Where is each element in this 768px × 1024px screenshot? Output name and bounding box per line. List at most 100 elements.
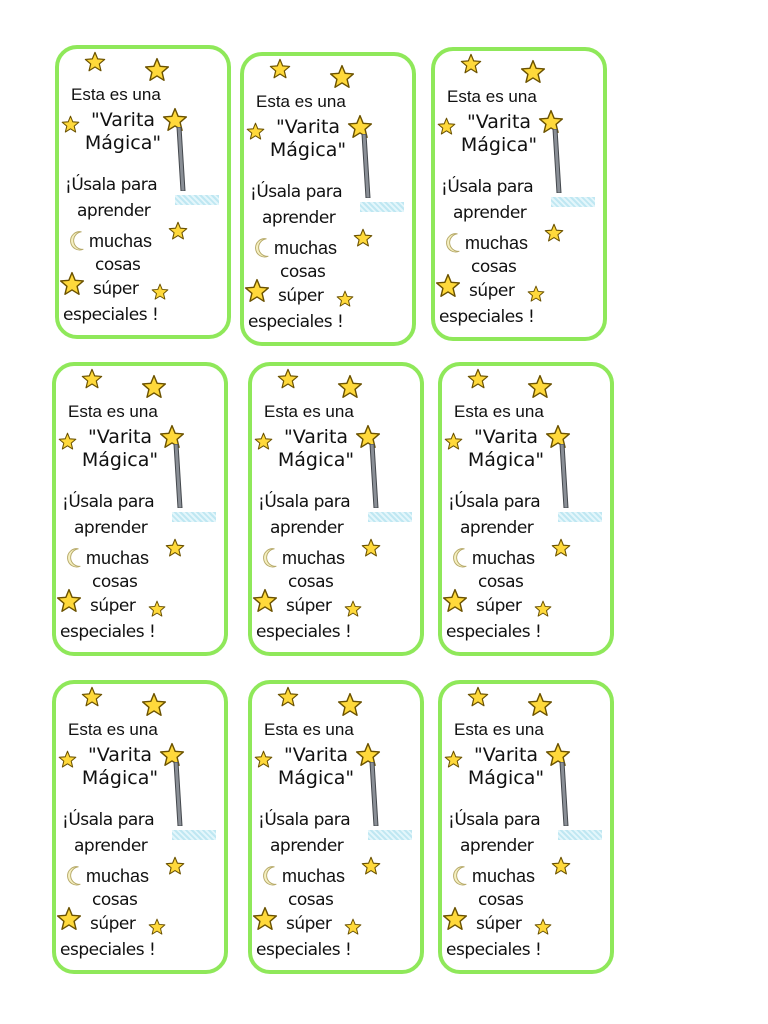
star-icon [246, 122, 265, 140]
card-line-usala: ¡Úsala para [441, 177, 534, 197]
card-title-line1: "Varita [473, 744, 539, 766]
magic-wand-icon [552, 129, 562, 193]
card-line-muchas: muchas [89, 231, 153, 251]
card-line-muchas: muchas [282, 548, 346, 568]
star-icon [165, 538, 185, 557]
star-icon [159, 424, 185, 448]
star-icon [244, 278, 270, 302]
card-title-line2: Mágica" [81, 766, 159, 789]
star-icon [467, 368, 489, 389]
magic-wand-icon [173, 762, 183, 826]
star-icon [59, 271, 85, 295]
varita-card: Esta es una "Varita Mágica" ¡Úsala para … [52, 362, 228, 656]
card-line-muchas: muchas [282, 866, 346, 886]
card-line-aprender: aprender [270, 836, 344, 856]
card-line-cosas: cosas [471, 257, 517, 277]
varita-card: Esta es una "Varita Mágica" ¡Úsala para … [248, 362, 424, 656]
card-line-super: súper [278, 286, 324, 306]
card-line-super: súper [90, 596, 136, 616]
card-line-aprender: aprender [74, 836, 148, 856]
star-icon [58, 432, 77, 450]
magic-wand-icon [369, 762, 379, 826]
card-intro: Esta es una [256, 92, 346, 111]
card-line-cosas: cosas [288, 572, 334, 592]
moon-icon [453, 866, 467, 886]
washi-tape-decoration [172, 830, 216, 840]
washi-tape-decoration [368, 830, 412, 840]
varita-card: Esta es una "Varita Mágica" ¡Úsala para … [52, 680, 228, 974]
moon-icon [446, 233, 460, 253]
card-line-especiales: especiales ! [60, 622, 156, 642]
card-line-aprender: aprender [77, 201, 151, 221]
moon-icon [67, 548, 81, 568]
star-icon [355, 742, 381, 766]
card-line-aprender: aprender [262, 208, 336, 228]
star-icon [361, 856, 381, 875]
varita-card: Esta es una "Varita Mágica" ¡Úsala para … [248, 680, 424, 974]
card-line-super: súper [286, 914, 332, 934]
card-line-super: súper [476, 914, 522, 934]
card-title: "Varita Mágica" [462, 744, 550, 790]
card-intro: Esta es una [454, 402, 544, 421]
star-icon [336, 290, 354, 307]
washi-tape-decoration [558, 512, 602, 522]
star-icon [544, 223, 564, 242]
card-title-line2: Mágica" [81, 448, 159, 471]
card-line-usala: ¡Úsala para [62, 810, 155, 830]
star-icon [329, 64, 355, 88]
card-line-especiales: especiales ! [446, 622, 542, 642]
card-line-muchas: muchas [472, 866, 536, 886]
star-icon [252, 588, 278, 612]
star-icon [151, 283, 169, 300]
card-intro: Esta es una [71, 85, 161, 104]
card-line-usala: ¡Úsala para [62, 492, 155, 512]
star-icon [61, 115, 80, 133]
washi-tape-decoration [558, 830, 602, 840]
washi-tape-decoration [172, 512, 216, 522]
star-icon [527, 374, 553, 398]
star-icon [165, 856, 185, 875]
card-line-super: súper [476, 596, 522, 616]
magic-wand-icon [361, 134, 371, 198]
card-line-aprender: aprender [270, 518, 344, 538]
moon-icon [453, 548, 467, 568]
card-title: "Varita Mágica" [462, 426, 550, 472]
star-icon [460, 53, 482, 74]
card-line-usala: ¡Úsala para [258, 492, 351, 512]
star-icon [269, 58, 291, 79]
card-title-line1: "Varita [87, 426, 153, 448]
card-title: "Varita Mágica" [76, 426, 164, 472]
card-line-aprender: aprender [460, 836, 534, 856]
washi-tape-decoration [551, 197, 595, 207]
varita-card: Esta es una "Varita Mágica" ¡Úsala para … [431, 47, 607, 341]
star-icon [168, 221, 188, 240]
star-icon [435, 273, 461, 297]
star-icon [545, 424, 571, 448]
star-icon [148, 918, 166, 935]
star-icon [467, 686, 489, 707]
card-line-muchas: muchas [86, 548, 150, 568]
washi-tape-decoration [360, 202, 404, 212]
card-line-especiales: especiales ! [60, 940, 156, 960]
card-line-muchas: muchas [274, 238, 338, 258]
star-icon [56, 588, 82, 612]
star-icon [58, 750, 77, 768]
card-line-especiales: especiales ! [63, 305, 159, 325]
star-icon [254, 750, 273, 768]
card-line-cosas: cosas [478, 890, 524, 910]
star-icon [551, 538, 571, 557]
card-line-super: súper [93, 279, 139, 299]
card-title-line1: "Varita [275, 116, 341, 138]
varita-card: Esta es una "Varita Mágica" ¡Úsala para … [240, 52, 416, 346]
card-title-line1: "Varita [283, 744, 349, 766]
card-title-line1: "Varita [466, 111, 532, 133]
card-line-muchas: muchas [472, 548, 536, 568]
card-line-especiales: especiales ! [446, 940, 542, 960]
moon-icon [263, 866, 277, 886]
card-title-line2: Mágica" [277, 766, 355, 789]
card-line-usala: ¡Úsala para [250, 182, 343, 202]
star-icon [144, 57, 170, 81]
card-title: "Varita Mágica" [76, 744, 164, 790]
moon-icon [255, 238, 269, 258]
card-intro: Esta es una [447, 87, 537, 106]
